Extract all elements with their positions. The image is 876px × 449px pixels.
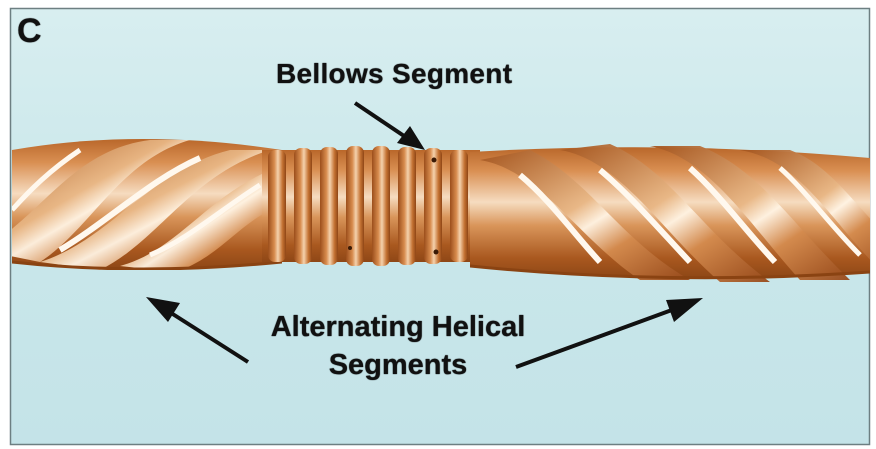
bellows-segment-label: Bellows Segment bbox=[276, 58, 512, 90]
panel-letter: C bbox=[17, 12, 42, 51]
helical-label-line-2: Segments bbox=[228, 346, 568, 384]
left-helical-segment bbox=[0, 139, 282, 272]
right-helical-segment bbox=[470, 144, 876, 282]
bellows-segment bbox=[262, 146, 480, 266]
helical-label-line-1: Alternating Helical bbox=[228, 308, 568, 346]
helical-segments-label: Alternating Helical Segments bbox=[228, 308, 568, 384]
